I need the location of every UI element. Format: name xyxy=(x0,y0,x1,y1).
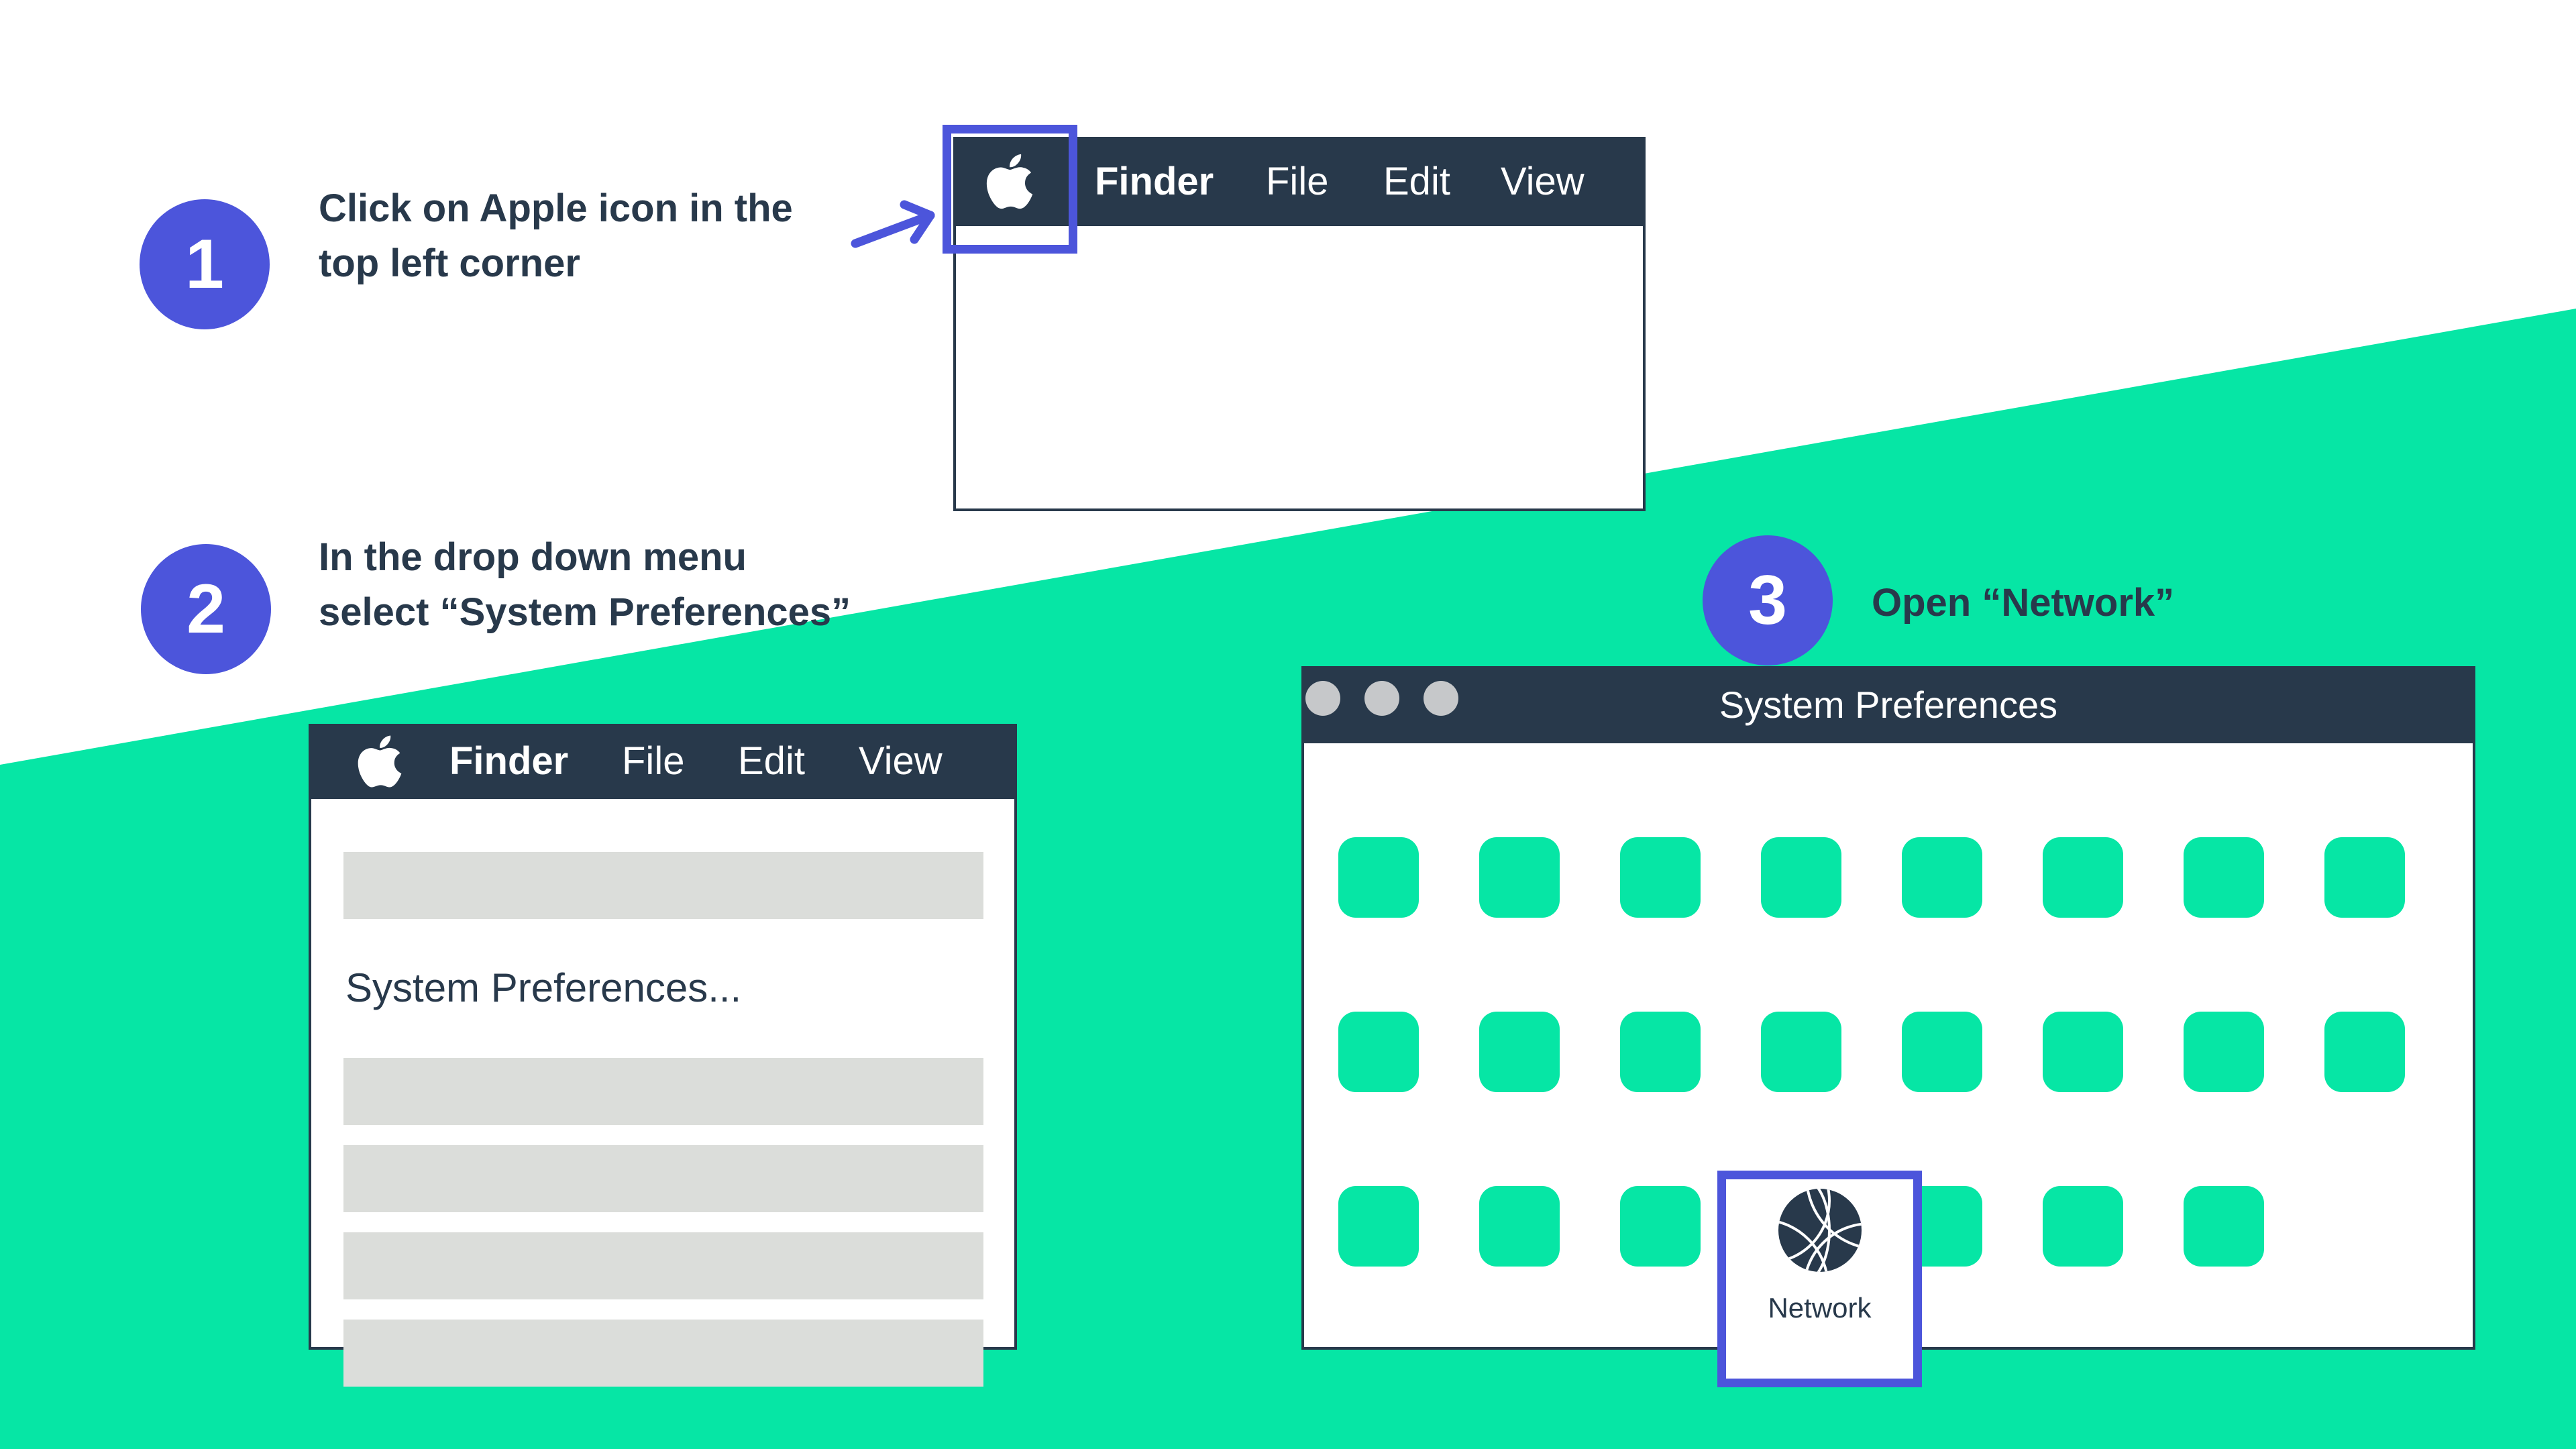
window-title: System Preferences xyxy=(1719,684,2058,726)
app-icon-placeholder[interactable] xyxy=(1479,837,1560,918)
app-icon-placeholder[interactable] xyxy=(2184,837,2264,918)
step-1-badge: 1 xyxy=(140,199,270,329)
app-icon-placeholder[interactable] xyxy=(1620,1012,1701,1092)
menu-item-edit[interactable]: Edit xyxy=(1383,160,1450,203)
network-highlight-box[interactable]: Network xyxy=(1717,1171,1922,1387)
step-3-badge: 3 xyxy=(1703,535,1833,665)
apple-icon[interactable] xyxy=(358,732,402,794)
menu-item-edit[interactable]: Edit xyxy=(738,739,805,783)
step-2-heading: In the drop down menu select “System Pref… xyxy=(319,530,851,640)
menu-item-view[interactable]: View xyxy=(1501,160,1585,203)
step-1-line2: top left corner xyxy=(319,241,580,285)
apple-icon-highlight-box xyxy=(943,125,1077,254)
app-icon-placeholder[interactable] xyxy=(1479,1186,1560,1267)
app-icon-placeholder[interactable] xyxy=(2324,1012,2405,1092)
step-1-number: 1 xyxy=(185,225,224,303)
network-icon-label: Network xyxy=(1768,1292,1872,1324)
menu-item-view[interactable]: View xyxy=(859,739,943,783)
app-icon-placeholder[interactable] xyxy=(1902,837,1982,918)
app-icon-placeholder[interactable] xyxy=(2184,1012,2264,1092)
menu-bar: Finder File Edit View xyxy=(309,724,1017,799)
app-icon-placeholder[interactable] xyxy=(1761,837,1841,918)
pointer-arrow-icon xyxy=(851,200,935,248)
menu-row-placeholder xyxy=(343,1320,983,1387)
app-icon-placeholder[interactable] xyxy=(2043,1012,2123,1092)
menu-row-placeholder xyxy=(343,1145,983,1212)
app-icon-placeholder[interactable] xyxy=(2184,1186,2264,1267)
menu-item-finder[interactable]: Finder xyxy=(449,739,569,783)
menu-row-placeholder xyxy=(343,1058,983,1125)
app-icon-placeholder[interactable] xyxy=(1902,1012,1982,1092)
app-icon-placeholder[interactable] xyxy=(1338,1186,1419,1267)
app-icon-placeholder[interactable] xyxy=(1620,837,1701,918)
app-icon-placeholder[interactable] xyxy=(2043,1186,2123,1267)
step-2-line1: In the drop down menu xyxy=(319,535,747,579)
step-3-line1: Open “Network” xyxy=(1872,581,2175,625)
step-1-heading: Click on Apple icon in the top left corne… xyxy=(319,181,793,291)
menu-item-system-preferences[interactable]: System Preferences... xyxy=(345,965,742,1010)
app-icon-placeholder[interactable] xyxy=(1338,837,1419,918)
menu-row-placeholder xyxy=(343,1232,983,1299)
step-1-line1: Click on Apple icon in the xyxy=(319,186,793,230)
menu-row-placeholder xyxy=(343,852,983,919)
menu-item-finder[interactable]: Finder xyxy=(1095,160,1214,203)
step-2-number: 2 xyxy=(186,570,225,648)
window-zoom-button[interactable] xyxy=(1424,681,1458,716)
dropdown-body: System Preferences... xyxy=(309,799,1017,1387)
app-icon-placeholder[interactable] xyxy=(2324,837,2405,918)
app-icon-placeholder[interactable] xyxy=(1479,1012,1560,1092)
app-icon-placeholder[interactable] xyxy=(1620,1186,1701,1267)
apple-icon[interactable] xyxy=(986,150,1033,216)
step-2-line2: select “System Preferences” xyxy=(319,590,851,634)
menubar-window: Finder File Edit View xyxy=(953,137,1646,511)
app-icon-placeholder[interactable] xyxy=(1338,1012,1419,1092)
step-2-badge: 2 xyxy=(141,544,271,674)
window-minimize-button[interactable] xyxy=(1364,681,1399,716)
dropdown-window: Finder File Edit View System Preferences… xyxy=(309,724,1017,1387)
globe-network-icon xyxy=(1778,1189,1862,1272)
window-close-button[interactable] xyxy=(1305,681,1340,716)
app-icon-placeholder[interactable] xyxy=(2043,837,2123,918)
empty-window-body xyxy=(953,226,1646,511)
menu-item-file[interactable]: File xyxy=(622,739,685,783)
step-3-number: 3 xyxy=(1748,561,1787,639)
step-3-heading: Open “Network” xyxy=(1872,576,2174,631)
menu-item-file[interactable]: File xyxy=(1266,160,1329,203)
title-bar: System Preferences xyxy=(1301,666,2475,743)
app-icon-placeholder[interactable] xyxy=(1761,1012,1841,1092)
